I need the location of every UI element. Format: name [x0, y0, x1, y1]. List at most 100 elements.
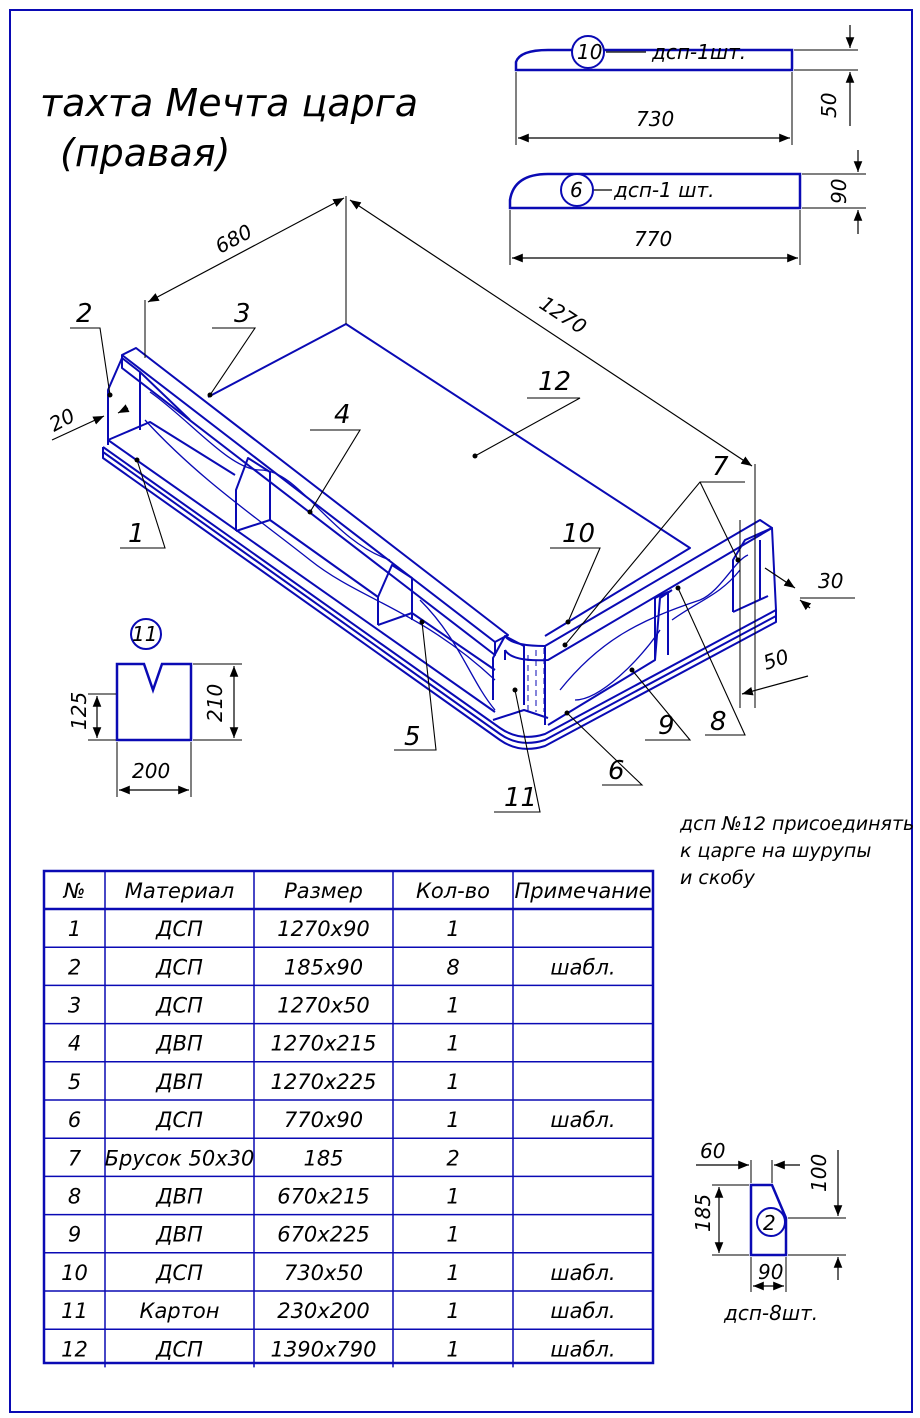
part-10-length: 730 [636, 107, 674, 131]
part-10-label: дсп-1шт. [651, 40, 746, 64]
part-11-slot: 125 [67, 692, 91, 730]
table-cell: 1 [68, 917, 81, 941]
dim-thickness-30: 30 [818, 569, 843, 593]
table-cell: 185 [303, 1146, 343, 1170]
table-cell: ДВП [155, 1223, 203, 1247]
table-cell: 1270х225 [271, 1070, 377, 1094]
title-line-1: тахта Мечта царга [40, 81, 418, 125]
table-cell: Брусок 50х30 [105, 1146, 255, 1170]
callout-9: 9 [658, 711, 675, 741]
table-cell: 8 [446, 955, 459, 979]
table-cell: ДВП [155, 1032, 203, 1056]
table-cell: 670х215 [277, 1185, 370, 1209]
table-header-cell: Материал [125, 879, 234, 903]
table-cell: 7 [68, 1146, 82, 1170]
part-2-height: 185 [691, 1194, 715, 1232]
table-cell: 1390х790 [271, 1337, 377, 1361]
part-2-chamfer: 100 [807, 1154, 831, 1192]
table-cell: 10 [61, 1261, 88, 1285]
dim-thickness-20: 20 [45, 403, 79, 436]
table-cell: ДСП [155, 1261, 203, 1285]
note-line-1: дсп №12 присоединять [679, 813, 914, 835]
table-cell: шабл. [550, 1299, 615, 1323]
table-cell: 8 [68, 1185, 81, 1209]
table-cell: 1 [446, 1185, 459, 1209]
table-cell: 4 [68, 1032, 81, 1056]
table-cell: 1270х90 [277, 917, 370, 941]
callout-11: 11 [504, 783, 537, 813]
table-cell: 770х90 [284, 1108, 363, 1132]
callout-7: 7 [712, 452, 729, 482]
table-cell: ДВП [155, 1185, 203, 1209]
callout-6: 6 [608, 756, 625, 786]
assembly-dimensions: 680 1270 20 30 50 [45, 196, 855, 708]
assembly-callout-points [107, 392, 741, 716]
part-6-detail: 6 дсп-1 шт. 770 90 [508, 150, 866, 265]
table-cell: 5 [68, 1070, 81, 1094]
part-2-width: 90 [758, 1260, 783, 1284]
table-cell: 2 [68, 955, 81, 979]
callout-4: 4 [334, 400, 351, 430]
part-2-top: 60 [700, 1139, 725, 1163]
table-cell: 730х50 [284, 1261, 363, 1285]
part-11-height: 210 [203, 684, 227, 722]
part-10-detail: 10 дсп-1шт. 730 50 [514, 25, 858, 145]
table-cell: 1270х50 [277, 994, 370, 1018]
part-11-width: 200 [132, 759, 170, 783]
callout-12: 12 [538, 367, 571, 397]
assembly-callouts [70, 327, 746, 813]
table-cell: 1 [446, 1223, 459, 1247]
callout-1: 1 [128, 519, 145, 549]
note-line-3: и скобу [680, 867, 756, 889]
table-cell: 670х225 [277, 1223, 370, 1247]
part-10-id: 10 [577, 40, 602, 64]
title-line-2: (правая) [60, 131, 230, 175]
table-cell: 1 [446, 1261, 459, 1285]
table-header-cell: Примечание [514, 879, 651, 903]
table-cell: 1 [446, 1299, 459, 1323]
table-cell: 11 [61, 1299, 88, 1323]
table-cell: ДВП [155, 1070, 203, 1094]
table-cell: ДСП [155, 1337, 203, 1361]
table-cell: 1270х215 [271, 1032, 377, 1056]
table-cell: ДСП [155, 994, 203, 1018]
table-cell: 1 [446, 1108, 459, 1132]
table-header-cell: № [63, 879, 86, 903]
part-11-detail: 11 200 210 125 [67, 618, 242, 797]
part-2-detail: 2 60 185 100 90 дсп-8шт. [691, 1139, 846, 1325]
table-cell: ДСП [155, 955, 203, 979]
table-cell: 230х200 [277, 1299, 370, 1323]
table-cell: ДСП [155, 917, 203, 941]
table-cell: 12 [61, 1337, 88, 1361]
table-cell: ДСП [155, 1108, 203, 1132]
table-cell: шабл. [550, 1108, 615, 1132]
table-header-cell: Размер [284, 879, 363, 903]
callout-8: 8 [710, 707, 727, 737]
part-2-id: 2 [763, 1211, 776, 1235]
table-cell: шабл. [550, 1261, 615, 1285]
table-cell: шабл. [550, 955, 615, 979]
table-cell: 9 [68, 1223, 81, 1247]
callout-2: 2 [76, 299, 93, 329]
table-cell: 1 [446, 994, 459, 1018]
callout-5: 5 [404, 722, 421, 752]
table-cell: 1 [446, 1070, 459, 1094]
table-cell: 185х90 [284, 955, 363, 979]
part-11-id: 11 [132, 622, 157, 646]
part-6-label: дсп-1 шт. [613, 178, 715, 202]
part-10-height: 50 [817, 93, 841, 118]
dim-width-680: 680 [211, 219, 256, 258]
sheet-frame [9, 9, 913, 1413]
callout-3: 3 [234, 299, 251, 329]
note-line-2: к царге на шурупы [680, 840, 871, 862]
table-cell: 2 [446, 1146, 459, 1170]
table-cell: шабл. [550, 1337, 615, 1361]
part-6-height: 90 [827, 179, 851, 204]
table-cell: 3 [68, 994, 81, 1018]
table-cell: 1 [446, 1337, 459, 1361]
callout-10: 10 [562, 519, 595, 549]
table-cell: 1 [446, 917, 459, 941]
table-cell: 1 [446, 1032, 459, 1056]
